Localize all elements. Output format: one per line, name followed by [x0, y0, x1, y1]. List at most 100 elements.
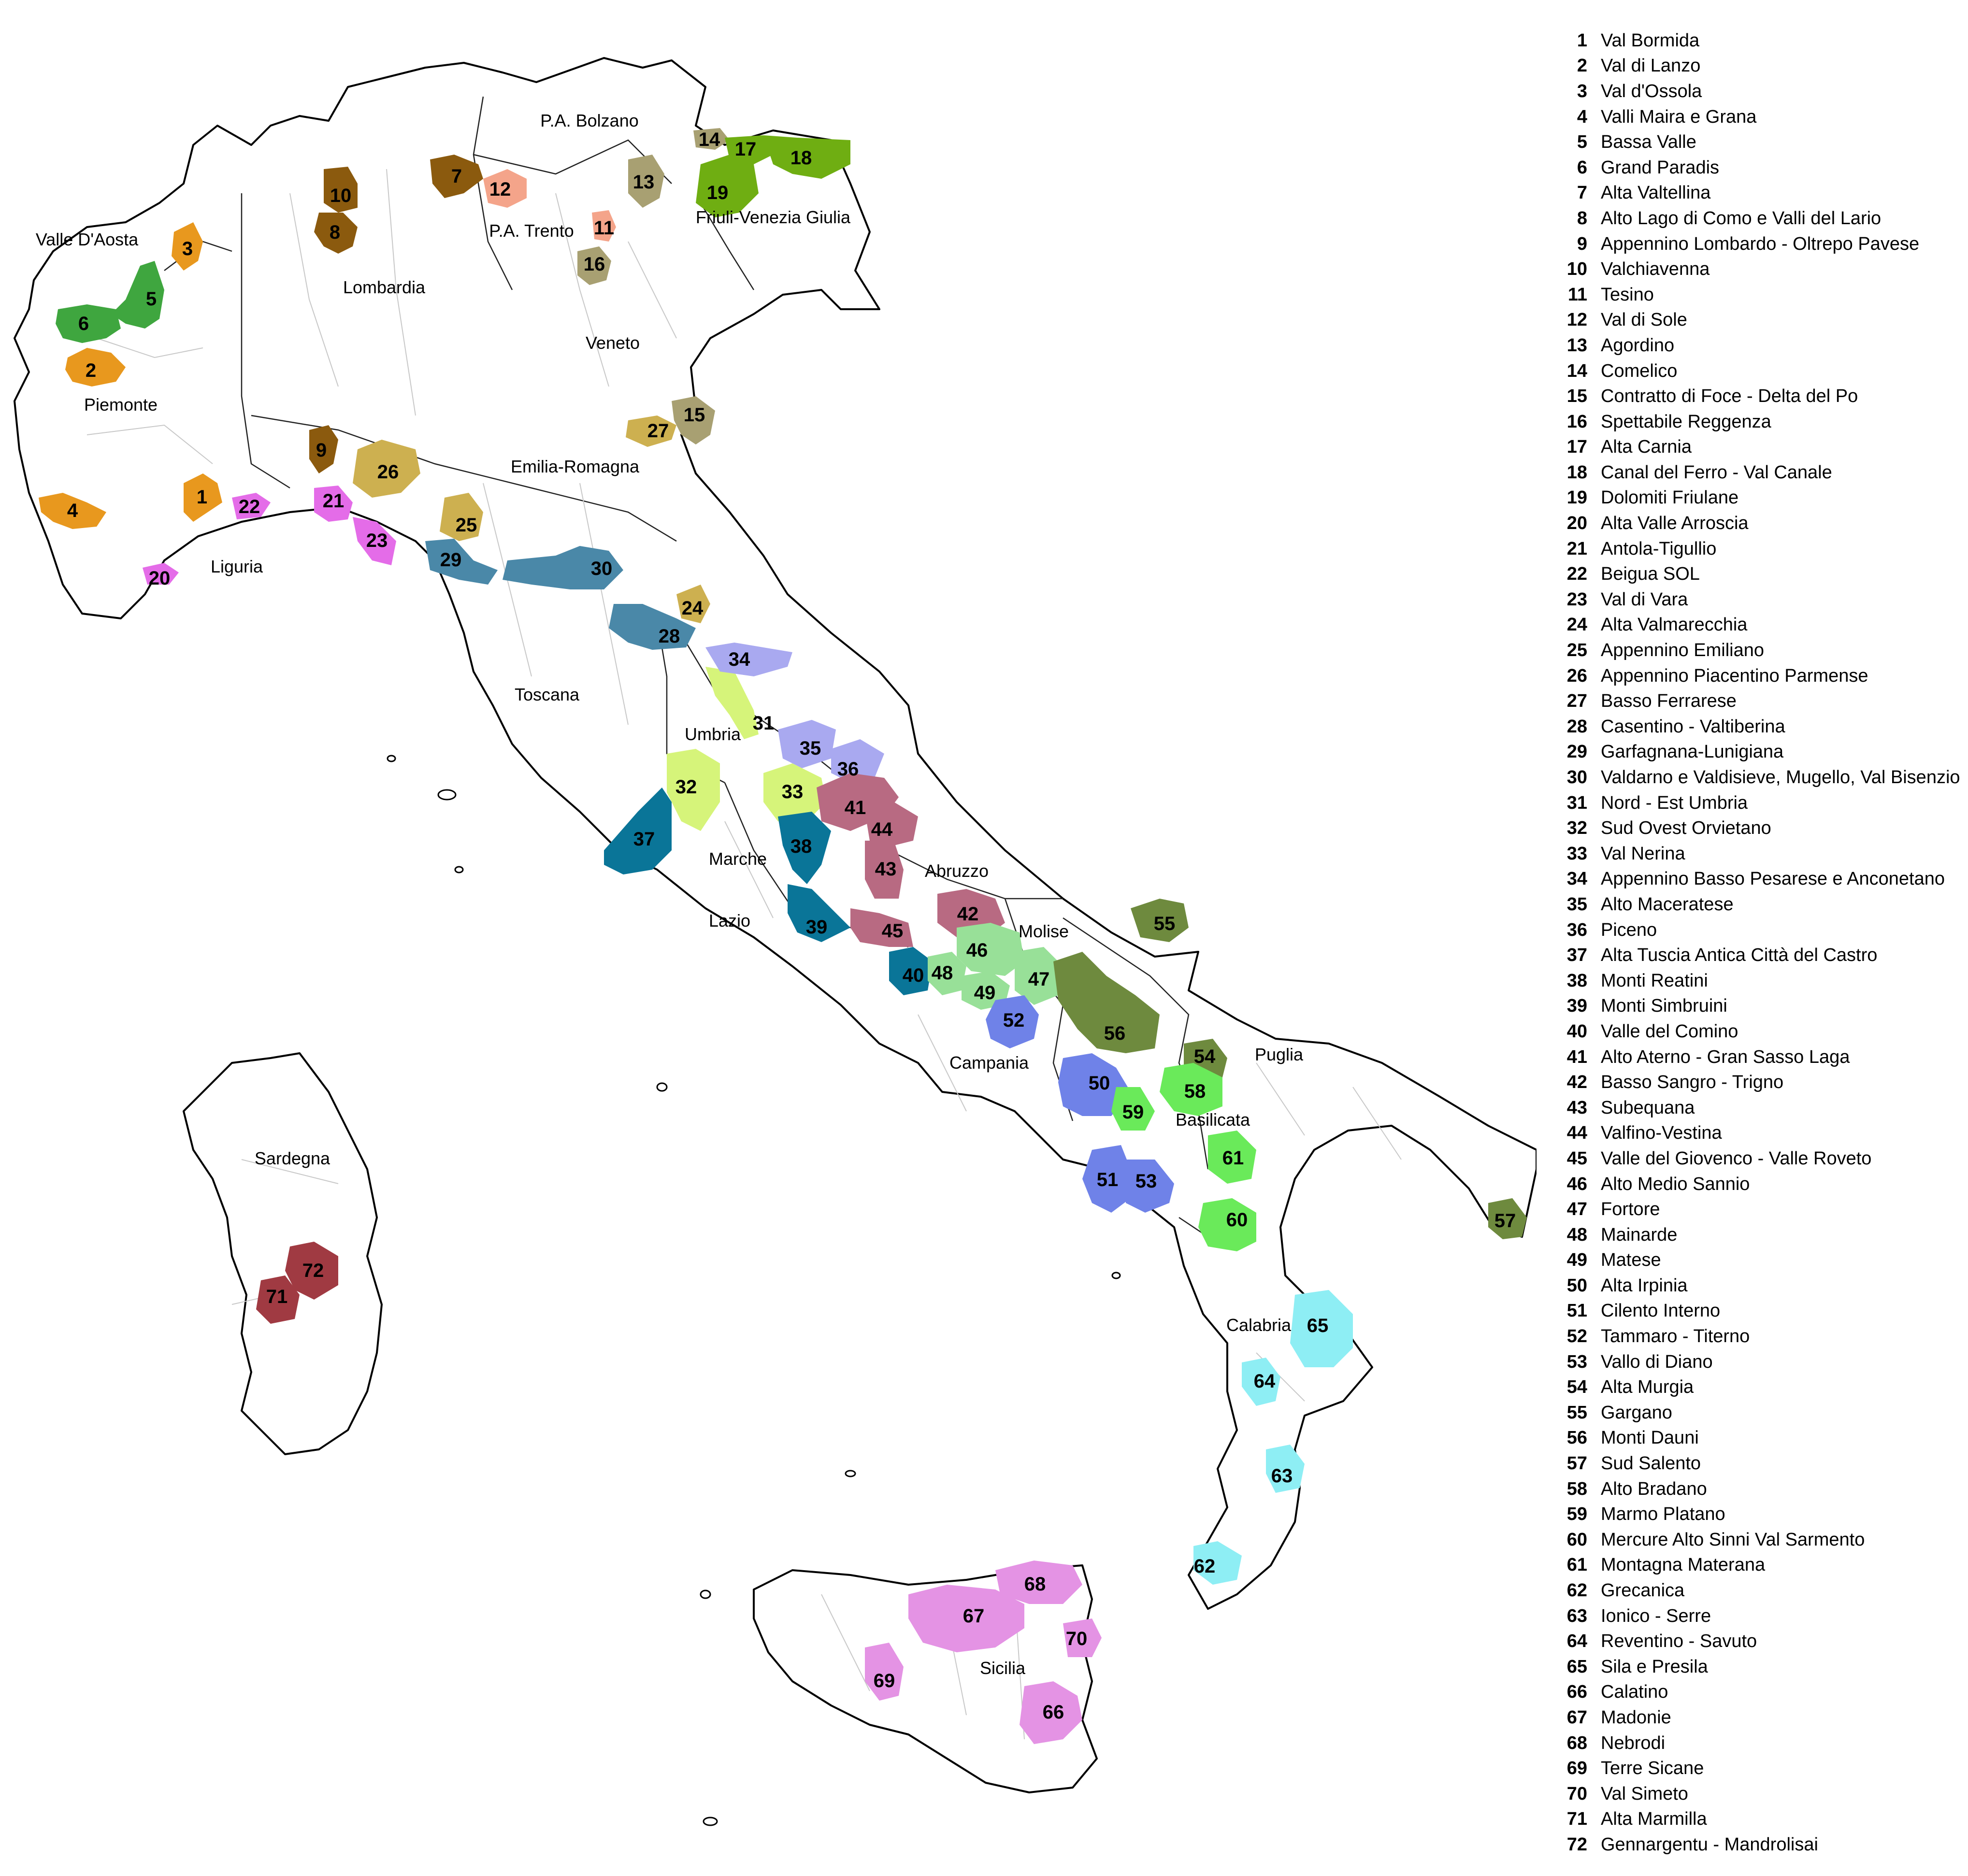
legend-item-number: 19 — [1566, 487, 1587, 508]
legend-item-name: Piceno — [1601, 919, 1657, 940]
area-number-label: 7 — [451, 166, 462, 187]
legend-item-name: Valle del Giovenco - Valle Roveto — [1601, 1148, 1872, 1169]
legend-item-number: 37 — [1566, 945, 1587, 966]
area-number-label: 62 — [1194, 1556, 1216, 1577]
legend-item-name: Bassa Valle — [1601, 132, 1696, 153]
area-number-label: 33 — [782, 781, 804, 802]
area-18-shape — [763, 135, 850, 179]
legend-item: 10 Valchiavenna — [1553, 257, 1964, 282]
legend-item-name: Appennino Lombardo - Oltrepo Pavese — [1601, 233, 1920, 254]
area-3-shape — [172, 222, 203, 271]
area-33-shape — [763, 763, 826, 821]
legend-item-number: 10 — [1566, 259, 1587, 280]
legend-item: 45 Valle del Giovenco - Valle Roveto — [1553, 1146, 1964, 1172]
legend-item-number: 48 — [1566, 1224, 1587, 1245]
legend-item-name: Agordino — [1601, 335, 1675, 356]
legend-item-name: Alta Irpinia — [1601, 1275, 1688, 1296]
legend-item-name: Gennargentu - Mandrolisai — [1601, 1834, 1818, 1855]
legend-item-name: Appennino Piacentino Parmense — [1601, 665, 1868, 686]
region-label: Lombardia — [343, 277, 426, 297]
legend-item-number: 25 — [1566, 640, 1587, 661]
area-65-shape — [1290, 1290, 1353, 1367]
area-61-shape — [1208, 1131, 1256, 1184]
region-label: Friuli-Venezia Giulia — [696, 207, 851, 227]
legend-item-number: 45 — [1566, 1148, 1587, 1169]
area-35-shape — [778, 720, 836, 768]
legend-item-number: 17 — [1566, 437, 1587, 458]
small-island — [656, 1082, 668, 1092]
area-70-shape — [1063, 1618, 1102, 1657]
legend-item-name: Alta Murgia — [1601, 1377, 1694, 1398]
legend-item-name: Alta Valmarecchia — [1601, 615, 1748, 635]
region-labels: Valle D'Aosta Piemonte Lombardia P.A. Bo… — [36, 111, 1304, 1678]
legend-item-name: Calatino — [1601, 1682, 1668, 1703]
area-1-shape — [184, 473, 222, 522]
region-label: Abruzzo — [925, 861, 989, 881]
area-number-label: 29 — [440, 549, 462, 571]
legend-item-number: 5 — [1577, 132, 1587, 153]
area-38-shape — [778, 812, 831, 884]
area-64-shape — [1242, 1358, 1280, 1406]
area-number-label: 41 — [845, 797, 866, 818]
area-number-label: 36 — [837, 759, 859, 780]
area-number-label: 56 — [1104, 1023, 1126, 1044]
area-11-shape — [592, 210, 616, 242]
legend-item-name: Cilento Interno — [1601, 1301, 1721, 1321]
area-20-shape — [143, 563, 179, 585]
legend-item-number: 41 — [1566, 1046, 1587, 1067]
legend-item-number: 56 — [1566, 1428, 1587, 1448]
legend-item-number: 64 — [1566, 1631, 1587, 1652]
legend-item-number: 47 — [1566, 1199, 1587, 1220]
area-number-label: 2 — [86, 360, 96, 381]
legend-item-number: 49 — [1566, 1250, 1587, 1271]
area-39-shape — [788, 884, 850, 942]
legend-item-number: 27 — [1566, 691, 1587, 712]
area-2-shape — [65, 348, 126, 387]
area-53-shape — [1126, 1160, 1174, 1213]
legend-item-name: Sila e Presila — [1601, 1656, 1708, 1677]
area-14-shape — [693, 128, 730, 150]
region-label: Liguria — [211, 557, 263, 576]
legend-item-number: 23 — [1566, 589, 1587, 610]
region-label: Emilia-Romagna — [511, 457, 640, 476]
legend-item-name: Valchiavenna — [1601, 259, 1710, 280]
area-number-label: 67 — [963, 1605, 985, 1627]
small-island — [703, 1817, 718, 1826]
legend-item-number: 9 — [1577, 233, 1587, 254]
legend-item-number: 42 — [1566, 1072, 1587, 1093]
legend-item-name: Appennino Emiliano — [1601, 640, 1765, 661]
area-50-shape — [1058, 1053, 1131, 1116]
legend-item-name: Vallo di Diano — [1601, 1351, 1713, 1372]
legend-item-name: Tammaro - Titerno — [1601, 1326, 1750, 1347]
legend-item-name: Antola-Tigullio — [1601, 538, 1717, 559]
area-16-shape — [577, 246, 611, 285]
legend-item-name: Reventino - Savuto — [1601, 1631, 1757, 1652]
legend-item-number: 26 — [1566, 665, 1587, 686]
region-label: Piemonte — [84, 395, 158, 415]
legend-item-name: Madonie — [1601, 1707, 1671, 1728]
legend-item-number: 55 — [1566, 1402, 1587, 1423]
legend-item-name: Alto Maceratese — [1601, 894, 1734, 915]
legend-item-number: 60 — [1566, 1529, 1587, 1550]
legend-item-number: 20 — [1566, 513, 1587, 534]
small-island — [387, 755, 396, 762]
area-37-shape — [604, 788, 672, 874]
legend-item-name: Canal del Ferro - Val Canale — [1601, 462, 1832, 483]
area-number-label: 39 — [806, 917, 828, 938]
area-23-shape — [353, 517, 396, 565]
